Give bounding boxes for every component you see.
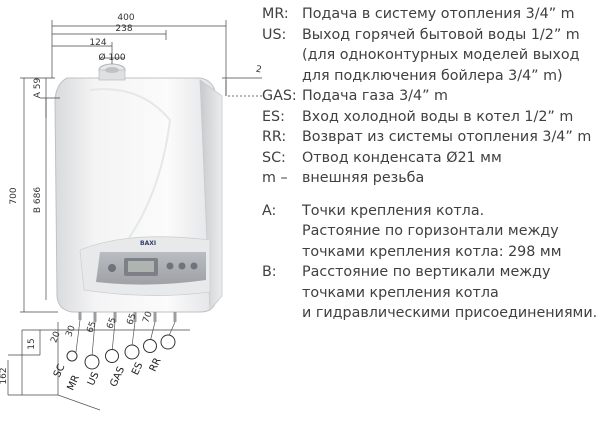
connector-label-gas: GAS bbox=[108, 365, 127, 389]
spacing-label: 65 bbox=[105, 316, 118, 330]
connector-rr-symbol bbox=[160, 334, 176, 350]
connector-label-es: ES bbox=[130, 361, 145, 377]
note-b: B: Расстояние по вертикали между точками… bbox=[262, 262, 612, 324]
note-code: B: bbox=[262, 264, 277, 280]
note-text: Точки крепления котла. bbox=[302, 202, 485, 219]
legend-code: US: bbox=[262, 26, 287, 43]
legend-code: MR: bbox=[262, 6, 289, 22]
boiler-illustration: BAXI bbox=[54, 63, 223, 322]
connector-sc-symbol bbox=[66, 350, 78, 362]
legend-desc: Отвод конденсата Ø21 мм bbox=[302, 149, 502, 166]
legend-desc: для подключения бойлера 3/4” m) bbox=[302, 67, 563, 84]
connector-label-sc: SC bbox=[52, 363, 68, 380]
legend-item-us: US: Выход горячей бытовой воды 1/2” m bbox=[262, 25, 612, 46]
connection-legend: MR: Подача в систему отопления 3/4” m US… bbox=[262, 4, 612, 324]
brand-logo: BAXI bbox=[140, 240, 156, 247]
legend-code: GAS: bbox=[262, 88, 297, 104]
legend-item-mr: MR: Подача в систему отопления 3/4” m bbox=[262, 4, 612, 25]
boiler-dimension-drawing: BAXI bbox=[0, 13, 262, 411]
dim-width-400: 400 bbox=[117, 13, 134, 23]
note-a-line: A: Точки крепления котла. bbox=[262, 201, 612, 222]
legend-item-us-note-1: (для одноконтурных моделей выход bbox=[262, 45, 612, 66]
connection-spacing-labels: 20 30 65 65 65 70 bbox=[49, 310, 154, 344]
connector-label-rr: RR bbox=[148, 356, 164, 373]
legend-item-gas: GAS: Подача газа 3/4” m bbox=[262, 86, 612, 107]
dim-238: 238 bbox=[115, 24, 132, 34]
connector-labels: MR US GAS ES RR SC bbox=[52, 356, 164, 392]
dim-top-a59: А 59 bbox=[33, 77, 43, 98]
legend-code: ES: bbox=[262, 108, 285, 125]
legend-desc: Подача газа 3/4” m bbox=[302, 88, 448, 104]
dim-height-700: 700 bbox=[9, 187, 19, 204]
legend-code bbox=[262, 45, 302, 66]
legend-item-rr: RR: Возврат из системы отопления 3/4” m bbox=[262, 127, 612, 148]
spacing-label: 30 bbox=[64, 324, 77, 338]
legend-desc: (для одноконтурных моделей выход bbox=[302, 47, 580, 63]
connector-us-symbol bbox=[105, 349, 119, 363]
note-text: точками крепления котла: 298 мм bbox=[302, 243, 562, 260]
legend-desc: Выход горячей бытовой воды 1/2” m bbox=[302, 26, 580, 43]
legend-item-es: ES: Вход холодной воды в котел 1/2” m bbox=[262, 107, 612, 128]
note-text: и гидравлическими присоединениями. bbox=[302, 305, 598, 321]
spacing-label: 65 bbox=[85, 320, 98, 334]
legend-code: SC: bbox=[262, 149, 286, 166]
legend-code: RR: bbox=[262, 129, 287, 145]
connector-es-symbol bbox=[143, 339, 157, 353]
legend-item-us-note-2: для подключения бойлера 3/4” m) bbox=[262, 66, 612, 87]
legend-code: m – bbox=[262, 170, 288, 186]
spacing-label: 70 bbox=[141, 310, 154, 324]
note-a: A: Точки крепления котла. Растояние по г… bbox=[262, 201, 612, 263]
note-text: Расстояние по вертикали между bbox=[302, 264, 551, 280]
connector-symbols bbox=[66, 334, 176, 370]
dim-height-b686: В 686 bbox=[33, 187, 43, 213]
connector-label-mr: MR bbox=[65, 374, 82, 393]
legend-item-sc: SC: Отвод конденсата Ø21 мм bbox=[262, 148, 612, 169]
dim-124: 124 bbox=[89, 38, 106, 48]
dim-diameter-100: Ø 100 bbox=[98, 52, 125, 63]
dim-depth-299: 299 bbox=[255, 65, 262, 78]
dimension-lines bbox=[7, 20, 262, 396]
note-text: Растояние по горизонтали между bbox=[302, 223, 559, 239]
dim-bottom-162: 162 bbox=[0, 367, 9, 384]
legend-desc: Вход холодной воды в котел 1/2” m bbox=[302, 108, 574, 125]
legend-code bbox=[262, 66, 302, 87]
note-b-line: B: Расстояние по вертикали между bbox=[262, 262, 612, 283]
connector-gas-symbol bbox=[124, 344, 140, 360]
dim-bottom-15: 15 bbox=[27, 338, 37, 349]
spacing-label: 20 bbox=[49, 330, 62, 344]
spacing-label: 65 bbox=[125, 312, 138, 326]
connector-label-us: US bbox=[86, 370, 102, 387]
connector-mr-symbol bbox=[84, 354, 100, 370]
legend-item-m: m – внешняя резьба bbox=[262, 168, 612, 189]
legend-desc: Подача в систему отопления 3/4” m bbox=[302, 6, 575, 22]
legend-desc: внешняя резьба bbox=[302, 170, 425, 186]
note-text: точками крепления котла bbox=[302, 284, 499, 301]
legend-desc: Возврат из системы отопления 3/4” m bbox=[302, 129, 592, 145]
note-code: A: bbox=[262, 202, 277, 219]
